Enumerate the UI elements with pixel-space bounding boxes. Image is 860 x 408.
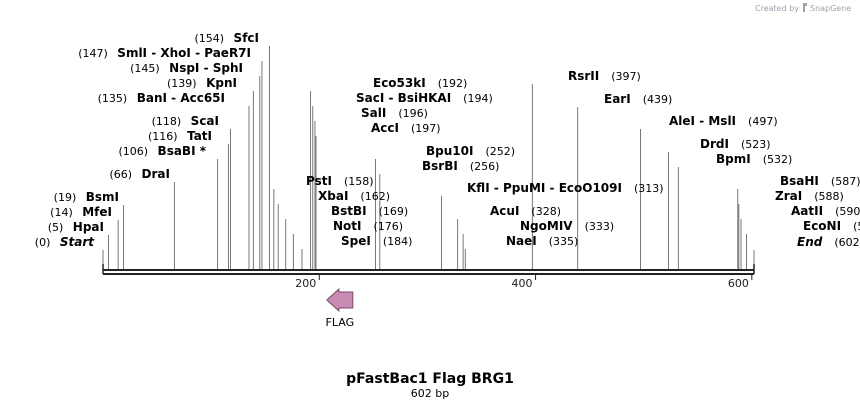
svg-text:(106) BsaBI *: (106) BsaBI * <box>118 144 206 158</box>
credit-text: Created by <box>755 4 799 13</box>
feature-flag-label: FLAG <box>326 316 355 329</box>
svg-text:(14) MfeI: (14) MfeI <box>50 205 112 219</box>
site-label-scai: (118) ScaI <box>152 114 219 128</box>
svg-text:BsrBI(256): BsrBI(256) <box>422 159 499 173</box>
site-label-bsabi: (106) BsaBI * <box>118 144 206 158</box>
ruler-tick-label-600: 600 <box>728 277 749 290</box>
site-label-smli: (147) SmlI - XhoI - PaeR7I <box>78 46 251 60</box>
svg-text:(147) SmlI - XhoI - PaeR7: (147) SmlI - XhoI - PaeR7I <box>78 46 251 60</box>
site-label-psti: PstI(158) <box>306 174 374 188</box>
svg-text:BsaHI(587): BsaHI(587) <box>780 174 860 188</box>
site-label-drdi: DrdI(523) <box>700 137 771 151</box>
site-labels: (0) Start(5) HpaI(14) MfeI(19) BsmI (66) … <box>35 31 860 249</box>
site-label-spei: SpeI(184) <box>341 234 412 248</box>
credit: Created by SnapGene <box>755 3 851 13</box>
svg-text:SacI - BsiHKAI(194): SacI - BsiHKAI(194) <box>356 91 493 105</box>
site-label-bani: (135) BanI - Acc65I <box>98 91 225 105</box>
svg-text:(139) KpnI: (139) KpnI <box>167 76 237 90</box>
svg-text:NaeI(335): NaeI(335) <box>506 234 578 248</box>
svg-text:Bpu10I(252): Bpu10I(252) <box>426 144 515 158</box>
site-label-sfci: (154) SfcI <box>194 31 259 45</box>
svg-text:EcoNI(595): EcoNI(595) <box>803 219 860 233</box>
site-label-acci: AccI(197) <box>371 121 441 135</box>
site-label-nspi: (145) NspI - SphI <box>130 61 243 75</box>
site-label-drai: (66) DraI <box>109 167 170 181</box>
site-label-xbai: XbaI(162) <box>318 189 390 203</box>
site-label-bsahi: BsaHI(587) <box>780 174 860 188</box>
svg-text:(0) Start: (0) Start <box>35 235 95 249</box>
site-label-bsmi: (19) BsmI <box>54 190 119 204</box>
site-label-acui: AcuI(328) <box>490 204 561 218</box>
site-label-saci: SacI - BsiHKAI(194) <box>356 91 493 105</box>
site-label-aatii: AatII(590) <box>791 204 860 218</box>
svg-text:(19) BsmI: (19) BsmI <box>54 190 119 204</box>
site-label-kpni: (139) KpnI <box>167 76 237 90</box>
svg-text:NotI(176): NotI(176) <box>333 219 403 233</box>
svg-text:(66) DraI: (66) DraI <box>109 167 170 181</box>
site-label-hpai: (5) HpaI <box>48 220 104 234</box>
site-label-bstbi: BstBI(169) <box>331 204 408 218</box>
site-label-noti: NotI(176) <box>333 219 403 233</box>
site-label-sali: SalI(196) <box>361 106 428 120</box>
svg-text:SpeI(184): SpeI(184) <box>341 234 412 248</box>
site-label-ngomiv: NgoMIV(333) <box>520 219 614 233</box>
svg-text:(118) ScaI: (118) ScaI <box>152 114 219 128</box>
svg-text:PstI(158): PstI(158) <box>306 174 374 188</box>
site-label-bpu10i: Bpu10I(252) <box>426 144 515 158</box>
svg-text:AatII(590): AatII(590) <box>791 204 860 218</box>
site-label-naei: NaeI(335) <box>506 234 578 248</box>
svg-text:End(602): End(602) <box>797 235 860 249</box>
svg-text:EarI(439): EarI(439) <box>604 92 672 106</box>
feature-flag-arrow <box>326 287 354 313</box>
site-label-bpmi: BpmI(532) <box>716 152 792 166</box>
ruler-tick-label-200: 200 <box>295 277 316 290</box>
svg-text:BpmI(532): BpmI(532) <box>716 152 792 166</box>
svg-text:(154) SfcI: (154) SfcI <box>194 31 259 45</box>
map-length: 602 bp <box>411 387 449 400</box>
svg-text:BstBI(169): BstBI(169) <box>331 204 408 218</box>
svg-text:Eco53kI(192): Eco53kI(192) <box>373 76 467 90</box>
svg-text:SalI(196): SalI(196) <box>361 106 428 120</box>
svg-text:ZraI(588): ZraI(588) <box>775 189 844 203</box>
site-label-bsrbi: BsrBI(256) <box>422 159 499 173</box>
site-label-end: End(602) <box>797 235 860 249</box>
svg-text:(5) HpaI: (5) HpaI <box>48 220 104 234</box>
site-label-tati: (116) TatI <box>148 129 212 143</box>
svg-text:KflI - PpuMI - EcoO109I(31: KflI - PpuMI - EcoO109I(313) <box>467 181 664 195</box>
site-label-rsrii: RsrII(397) <box>568 69 641 83</box>
site-label-kfli: KflI - PpuMI - EcoO109I(313) <box>467 181 664 195</box>
map-title: pFastBac1 Flag BRG1 <box>346 371 514 387</box>
site-label-eco53ki: Eco53kI(192) <box>373 76 467 90</box>
svg-text:AccI(197): AccI(197) <box>371 121 441 135</box>
site-label-zrai: ZraI(588) <box>775 189 844 203</box>
svg-text:(116) TatI: (116) TatI <box>148 129 212 143</box>
site-label-mfei: (14) MfeI <box>50 205 112 219</box>
site-label-alei: AleI - MslI(497) <box>669 114 778 128</box>
sequence-ruler: 200 400 600 <box>102 264 755 290</box>
svg-text:(135) BanI - Acc65I: (135) BanI - Acc65I <box>98 91 225 105</box>
site-label-eari: EarI(439) <box>604 92 672 106</box>
credit-brand: SnapGene <box>810 4 851 13</box>
svg-text:AcuI(328): AcuI(328) <box>490 204 561 218</box>
svg-text:RsrII(397): RsrII(397) <box>568 69 641 83</box>
svg-text:DrdI(523): DrdI(523) <box>700 137 771 151</box>
svg-text:NgoMIV(333): NgoMIV(333) <box>520 219 614 233</box>
site-label-econi: EcoNI(595) <box>803 219 860 233</box>
ruler-tick-label-400: 400 <box>512 277 533 290</box>
svg-text:AleI - MslI(497): AleI - MslI(497) <box>669 114 778 128</box>
site-label-start: (0) Start <box>35 235 95 249</box>
site-lines <box>102 46 755 270</box>
svg-text:(145) NspI - SphI: (145) NspI - SphI <box>130 61 243 75</box>
feature-track: FLAG <box>326 287 355 329</box>
svg-text:XbaI(162): XbaI(162) <box>318 189 390 203</box>
snapgene-logo-icon <box>803 3 807 12</box>
